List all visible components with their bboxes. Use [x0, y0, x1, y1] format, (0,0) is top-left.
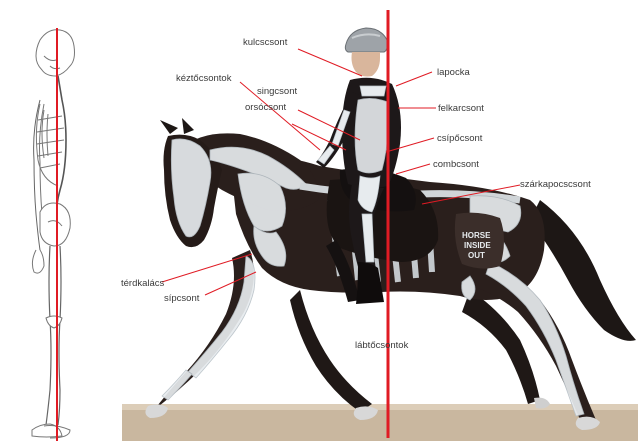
label-szarkapocscsont: szárkapocscsont — [520, 179, 591, 190]
label-keztocsontok: kéztőcsontok — [176, 73, 231, 84]
label-kulcscsont: kulcscsont — [243, 37, 287, 48]
saddle-pad-brand-1: HORSE — [462, 231, 491, 240]
label-orsocsont: orsócsont — [245, 102, 286, 113]
label-combcsont: combcsont — [433, 159, 479, 170]
human-skeleton-illustration — [32, 30, 75, 438]
label-felkarcsont: felkarcsont — [438, 103, 484, 114]
saddle-pad-brand-2: INSIDE — [464, 241, 491, 250]
label-terdkalacs: térdkalács — [121, 278, 164, 289]
label-sipcsont: sípcsont — [164, 293, 199, 304]
horse-illustration: HORSE INSIDE OUT — [145, 28, 636, 430]
label-csipocsont: csípőcsont — [437, 133, 482, 144]
label-labtocsontok: lábtőcsontok — [355, 340, 408, 351]
label-singcsont: singcsont — [257, 86, 297, 97]
ground — [122, 408, 638, 441]
label-lapocka: lapocka — [437, 67, 470, 78]
saddle-pad-brand-3: OUT — [468, 251, 485, 260]
